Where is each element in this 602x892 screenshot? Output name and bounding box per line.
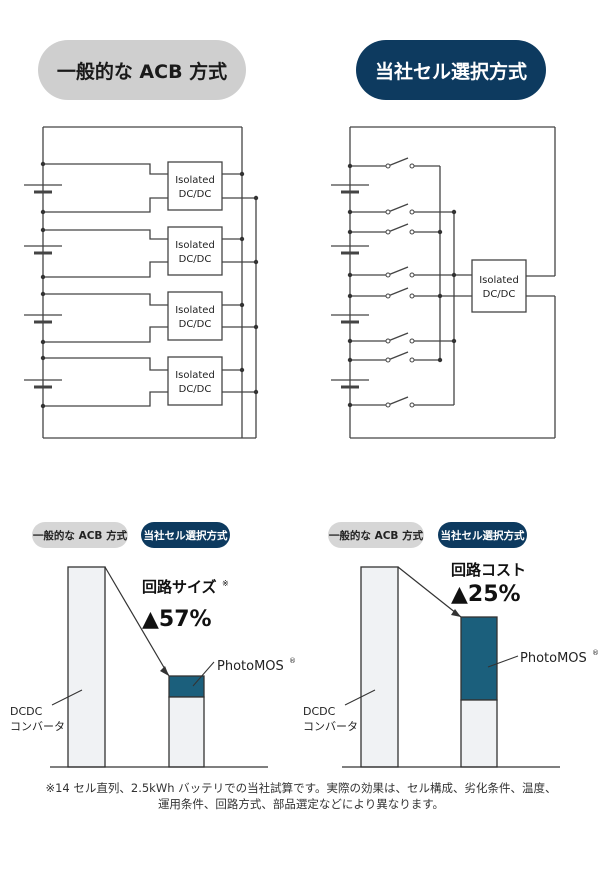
- battery-r4: [331, 379, 369, 389]
- cost-headline: 回路コスト: [451, 561, 526, 579]
- acb-circuit: [24, 126, 257, 439]
- svg-text:コンバータ: コンバータ: [303, 720, 358, 733]
- acb-method-title: 一般的な ACB 方式: [38, 40, 246, 100]
- battery-3: [24, 314, 62, 324]
- pill-ours-right: 当社セル選択方式: [438, 522, 527, 548]
- battery-r1: [331, 184, 369, 194]
- svg-text:Isolated: Isolated: [175, 240, 215, 251]
- photomos-label-right: PhotoMOS: [520, 651, 587, 666]
- battery-2: [24, 245, 62, 255]
- size-comparison-chart: [50, 566, 268, 768]
- svg-text:DC/DC: DC/DC: [179, 189, 212, 200]
- battery-1: [24, 184, 62, 194]
- cell-selection-method-title: 当社セル選択方式: [356, 40, 546, 100]
- pill-general-right: 一般的な ACB 方式: [328, 522, 424, 548]
- cost-comparison-chart: [342, 566, 560, 768]
- cost-reduction: ▲25%: [451, 582, 521, 607]
- size-reduction: ▲57%: [142, 607, 212, 632]
- battery-r2: [331, 245, 369, 255]
- photomos-label-left: PhotoMOS: [217, 659, 284, 674]
- battery-r3: [331, 314, 369, 324]
- footnote-line-1: ※14 セル直列、2.5kWh バッテリでの当社試算です。実際の効果は、セル構成…: [45, 781, 557, 795]
- dcdc-label-left: DCDC: [10, 705, 43, 718]
- footnote-line-2: 運用条件、回路方式、部品選定などにより異なります。: [157, 797, 445, 811]
- svg-text:Isolated: Isolated: [175, 305, 215, 316]
- svg-text:※: ※: [222, 579, 229, 588]
- svg-text:DC/DC: DC/DC: [179, 254, 212, 265]
- dcdc-label-right: DCDC: [303, 705, 336, 718]
- svg-text:®: ®: [592, 649, 599, 657]
- svg-text:®: ®: [289, 657, 296, 665]
- dcdc-bar-right: [360, 566, 399, 768]
- battery-4: [24, 379, 62, 389]
- svg-text:DC/DC: DC/DC: [179, 384, 212, 395]
- pill-ours-left: 当社セル選択方式: [141, 522, 230, 548]
- photomos-segment-right: [460, 616, 498, 701]
- dcdc-segment-left: [168, 696, 205, 768]
- size-headline: 回路サイズ: [142, 578, 217, 596]
- cell-selection-circuit: [331, 126, 556, 439]
- dcdc-bar-left: [67, 566, 106, 768]
- dcdc-segment-right: [460, 699, 498, 768]
- svg-text:DC/DC: DC/DC: [483, 289, 516, 300]
- pill-general-left: 一般的な ACB 方式: [32, 522, 128, 548]
- svg-text:Isolated: Isolated: [175, 370, 215, 381]
- junction-dots: [40, 161, 457, 409]
- svg-text:コンバータ: コンバータ: [10, 720, 65, 733]
- svg-text:DC/DC: DC/DC: [179, 319, 212, 330]
- converter-label-1: Isolated: [175, 175, 215, 186]
- converter-label-right: Isolated: [479, 275, 519, 286]
